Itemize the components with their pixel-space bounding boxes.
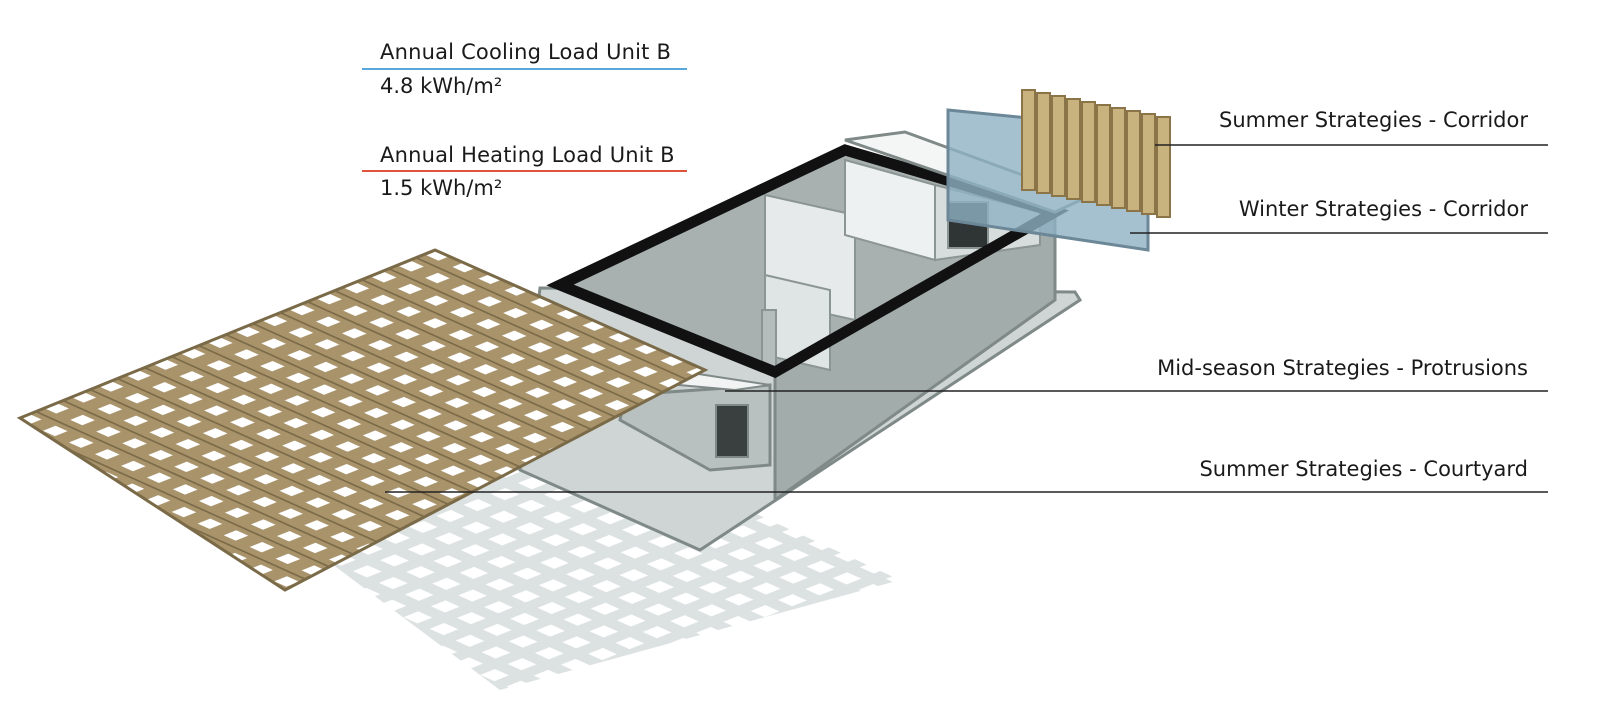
callout-summer-corridor: Summer Strategies - Corridor <box>1218 108 1528 132</box>
cooling-load-value: 4.8 kWh/m² <box>380 74 503 98</box>
heating-load-value: 1.5 kWh/m² <box>380 176 503 200</box>
protrusion-window <box>715 404 749 458</box>
cooling-load-underline <box>362 68 687 70</box>
heating-load-underline <box>362 170 687 172</box>
corridor-shading-tubes <box>1021 89 1171 218</box>
callout-summer-courtyard: Summer Strategies - Courtyard <box>1199 457 1528 481</box>
callout-winter-corridor: Winter Strategies - Corridor <box>1238 197 1528 221</box>
cooling-load-title: Annual Cooling Load Unit B <box>380 40 672 64</box>
interior-door <box>761 309 777 371</box>
heating-load-title: Annual Heating Load Unit B <box>380 143 675 167</box>
courtyard-lattice <box>16 248 709 592</box>
callout-midseason-protrusions: Mid-season Strategies - Protrusions <box>1157 356 1528 380</box>
